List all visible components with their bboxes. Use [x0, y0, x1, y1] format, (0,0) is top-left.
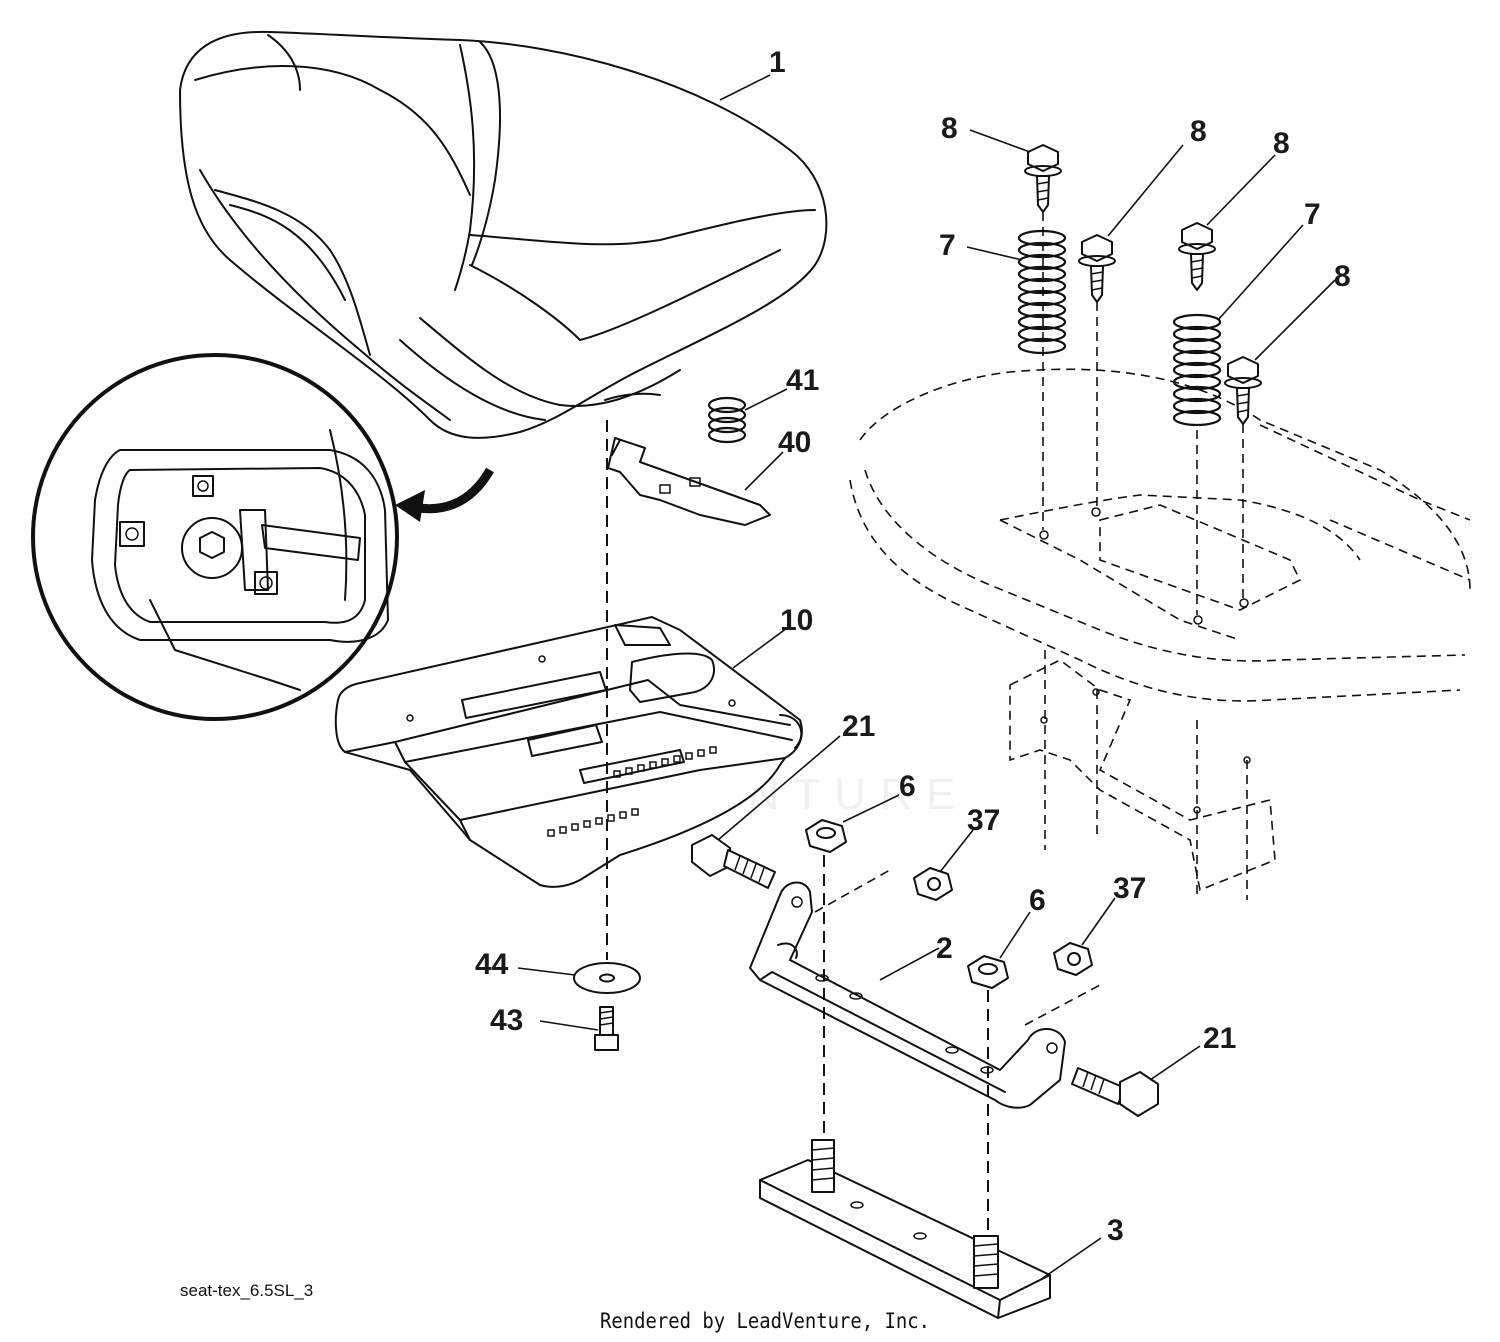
- callout-7-left: 7: [939, 229, 956, 262]
- seat-drawing: [179, 30, 828, 439]
- callout-3: 3: [1107, 1214, 1124, 1247]
- leader-lines: [517, 74, 1336, 1281]
- bolt-d-drawing: [1224, 356, 1262, 425]
- switch-bracket-drawing: [607, 437, 771, 526]
- callout-41: 41: [786, 364, 819, 397]
- callout-8-c: 8: [1273, 127, 1290, 160]
- callout-8-a: 8: [941, 112, 958, 145]
- callout-labels: 1 2 3 6 6 7 7 8 8 8 8 10 21 21 37 37 40 …: [475, 46, 1351, 1247]
- nut-right-drawing: [967, 955, 1009, 989]
- washer-drawing: [573, 962, 641, 994]
- callout-6-left: 6: [899, 770, 916, 803]
- callout-21-right: 21: [1203, 1022, 1236, 1055]
- render-credit: Rendered by LeadVenture, Inc.: [600, 1309, 930, 1333]
- shoulder-bolt-right-drawing: [1071, 1067, 1159, 1117]
- shoulder-bolt-left-drawing: [691, 834, 776, 889]
- seat-pan-slots: [547, 746, 717, 837]
- callout-2: 2: [936, 932, 953, 965]
- spring-left-drawing: [1017, 229, 1067, 355]
- seat-bracket-drawing: [749, 881, 1066, 1109]
- callout-8-b: 8: [1190, 115, 1207, 148]
- callout-44: 44: [475, 948, 509, 981]
- callout-6-right: 6: [1029, 884, 1046, 917]
- locknut-left-drawing: [913, 867, 953, 901]
- callout-7-right: 7: [1304, 198, 1321, 231]
- fender-outline: [849, 368, 1471, 900]
- diagram-code: seat-tex_6.5SL_3: [180, 1281, 314, 1300]
- callout-37-left: 37: [967, 804, 1000, 837]
- callout-8-d: 8: [1334, 260, 1351, 293]
- screw-drawing: [594, 1006, 619, 1051]
- callout-10: 10: [780, 604, 813, 637]
- callout-21-left: 21: [842, 710, 875, 743]
- seat-plate-bottom-drawing: [759, 1139, 1051, 1319]
- bolt-c-drawing: [1178, 222, 1216, 291]
- spring-right-drawing: [1172, 313, 1222, 427]
- bolt-a-drawing: [1024, 144, 1062, 213]
- locknut-right-drawing: [1053, 942, 1093, 976]
- callout-37-right: 37: [1113, 872, 1146, 905]
- bolt-b-drawing: [1078, 234, 1116, 303]
- detail-inset: [31, 353, 494, 721]
- callout-40: 40: [778, 426, 811, 459]
- seat-pan-drawing: [334, 616, 803, 888]
- nut-left-drawing: [805, 819, 847, 853]
- callout-43: 43: [490, 1004, 523, 1037]
- callout-1: 1: [769, 46, 786, 79]
- small-spring-drawing: [707, 396, 747, 444]
